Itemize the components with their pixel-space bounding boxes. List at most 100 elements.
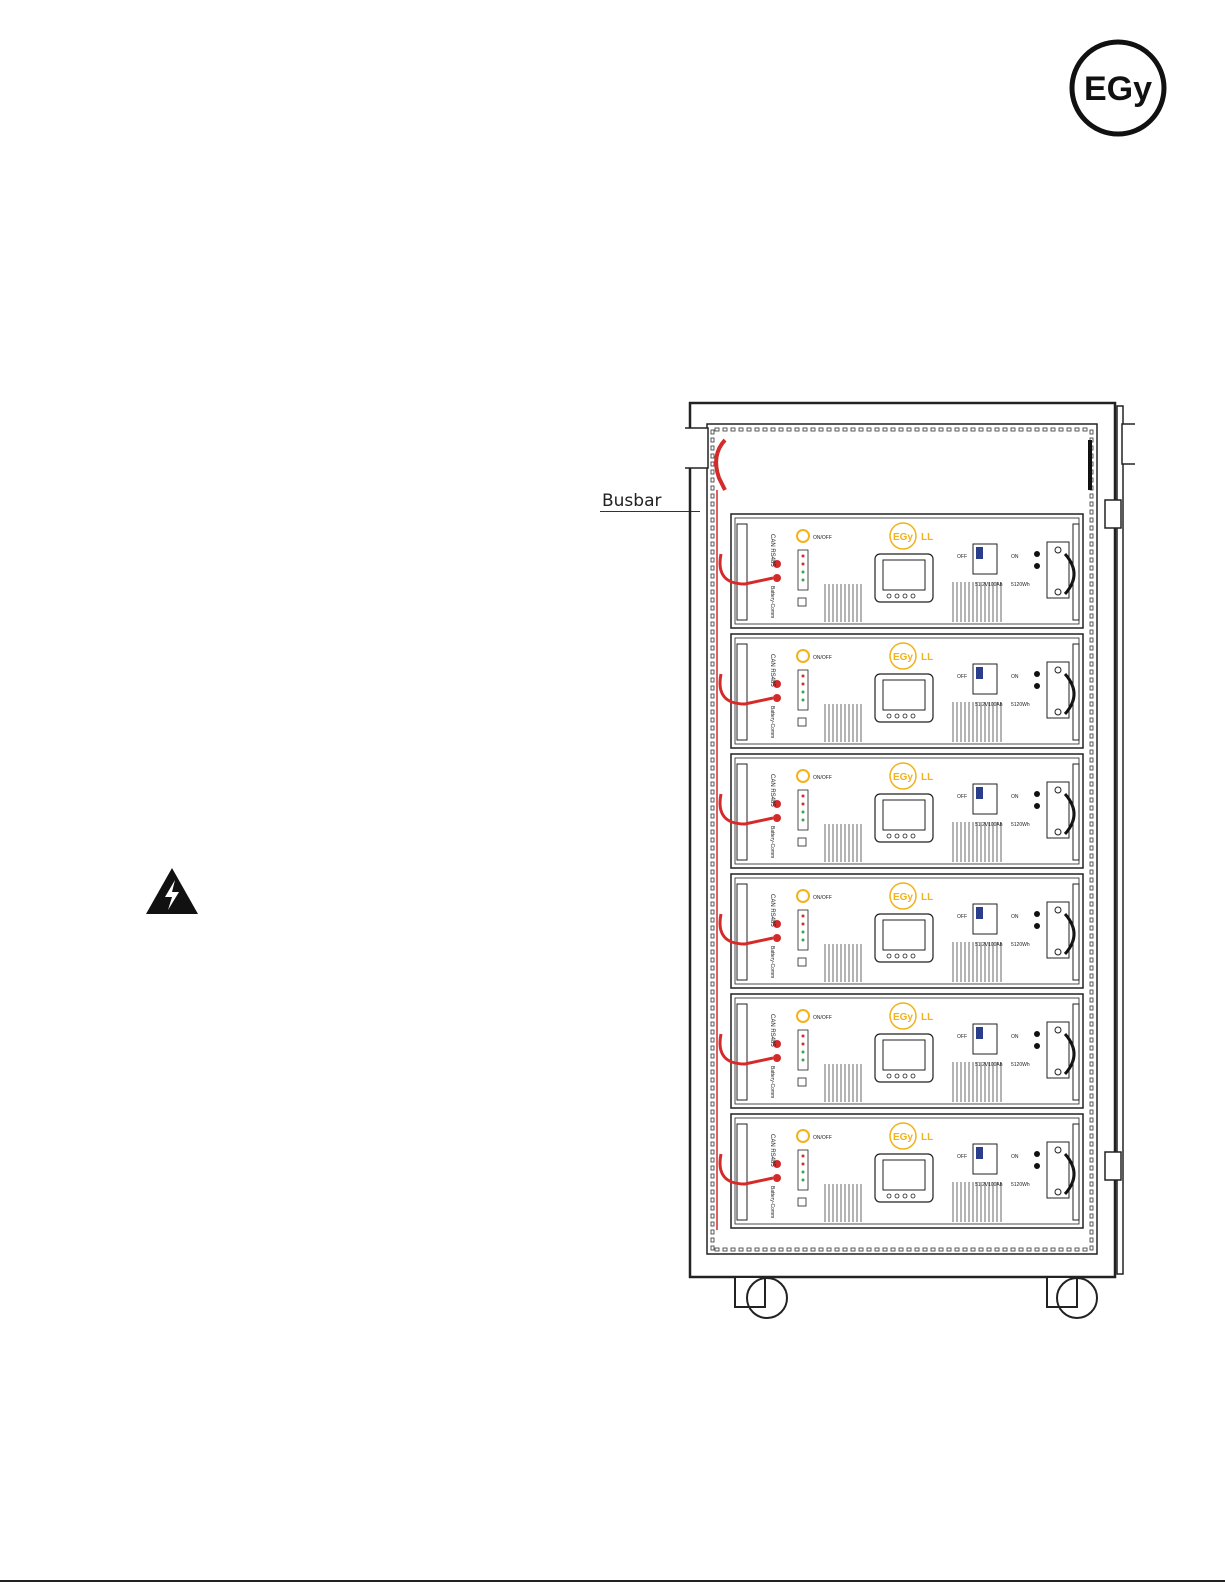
rail-hole [710, 1053, 715, 1059]
rail-hole [962, 427, 968, 432]
rail-hole [710, 829, 715, 835]
side-label: Battery-Comm [769, 826, 775, 858]
rail-hole [922, 427, 928, 432]
rail-hole [710, 1077, 715, 1083]
cabinet-frame [688, 401, 1117, 1279]
cabinet-inner-frame [706, 423, 1098, 1255]
display-button-icon [894, 953, 900, 959]
rail-hole [842, 427, 848, 432]
rail-hole [1042, 427, 1048, 432]
left-handle [736, 763, 748, 861]
rail-hole [1089, 893, 1094, 899]
rail-hole [710, 861, 715, 867]
module-jumper-cable [718, 793, 774, 826]
rail-hole [1089, 1045, 1094, 1051]
right-handle [1072, 1003, 1080, 1101]
cable-gland-left [685, 427, 709, 469]
rail-hole [826, 1247, 832, 1252]
rail-hole [1089, 1229, 1094, 1235]
rating-label: 51.2V100Ah [975, 582, 1003, 588]
rail-hole [754, 1247, 760, 1252]
rail-hole [1089, 589, 1094, 595]
caster-right [1046, 1276, 1098, 1319]
energy-label: 5120Wh [1011, 582, 1030, 588]
rail-hole [710, 501, 715, 507]
rail-hole [1089, 765, 1094, 771]
rail-hole [1089, 837, 1094, 843]
rail-hole [710, 1149, 715, 1155]
status-led [801, 682, 805, 686]
rail-hole [1089, 717, 1094, 723]
rail-hole [1089, 637, 1094, 643]
rail-hole [762, 427, 768, 432]
rail-hole [1089, 517, 1094, 523]
rail-hole [710, 1045, 715, 1051]
rail-hole [710, 549, 715, 555]
aux-terminal [1034, 1163, 1040, 1169]
rail-hole [834, 1247, 840, 1252]
rail-hole [710, 957, 715, 963]
rail-hole [898, 427, 904, 432]
busbar-leader-line [600, 511, 700, 512]
display-button-icon [902, 953, 908, 959]
model-text: LL [921, 532, 933, 543]
rail-hole [1089, 613, 1094, 619]
rail-hole [922, 1247, 928, 1252]
rail-hole [1010, 1247, 1016, 1252]
status-led [801, 674, 805, 678]
rail-hole [1089, 781, 1094, 787]
rail-hole [710, 1157, 715, 1163]
rail-hole [1089, 677, 1094, 683]
rail-hole [1089, 981, 1094, 987]
rail-hole [1089, 693, 1094, 699]
dip-switch [797, 597, 807, 607]
breaker-toggle [976, 1027, 983, 1039]
port-label: CAN RS485 [769, 774, 775, 807]
rail-hole [946, 427, 952, 432]
rail-hole [834, 427, 840, 432]
rail-hole [1089, 829, 1094, 835]
right-connector-block [1046, 1141, 1070, 1199]
power-button-icon [796, 529, 810, 543]
rail-hole [710, 1189, 715, 1195]
rail-hole [710, 1141, 715, 1147]
rail-hole [1089, 845, 1094, 851]
rail-hole [1089, 965, 1094, 971]
status-led [801, 1042, 805, 1046]
rail-hole [1089, 1093, 1094, 1099]
status-led [801, 818, 805, 822]
rail-hole [710, 709, 715, 715]
display-button-icon [910, 833, 916, 839]
rail-hole [866, 427, 872, 432]
power-label: ON/OFF [813, 895, 832, 901]
right-jumper-cable [1063, 672, 1076, 716]
rail-hole [1089, 789, 1094, 795]
rail-hole [710, 1005, 715, 1011]
status-led [801, 930, 805, 934]
rail-hole [850, 427, 856, 432]
brand-badge [889, 522, 917, 550]
rail-hole [1018, 1247, 1024, 1252]
led-strip [797, 549, 809, 591]
rail-hole [710, 1029, 715, 1035]
rail-hole [710, 853, 715, 859]
rail-hole [778, 427, 784, 432]
rail-hole [818, 1247, 824, 1252]
rail-hole [1089, 701, 1094, 707]
right-jumper-cable [1063, 1152, 1076, 1196]
rail-hole [1058, 427, 1064, 432]
display-button-icon [910, 953, 916, 959]
rail-hole [1089, 973, 1094, 979]
model-text: LL [921, 772, 933, 783]
right-jumper-cable [1063, 792, 1076, 836]
positive-terminal [773, 920, 781, 928]
rail-hole [1089, 1013, 1094, 1019]
rail-hole [710, 813, 715, 819]
status-led [801, 1162, 805, 1166]
rail-hole [1089, 1053, 1094, 1059]
rail-hole [1089, 1101, 1094, 1107]
logo-text: EGy [1084, 70, 1152, 108]
rail-hole [710, 573, 715, 579]
